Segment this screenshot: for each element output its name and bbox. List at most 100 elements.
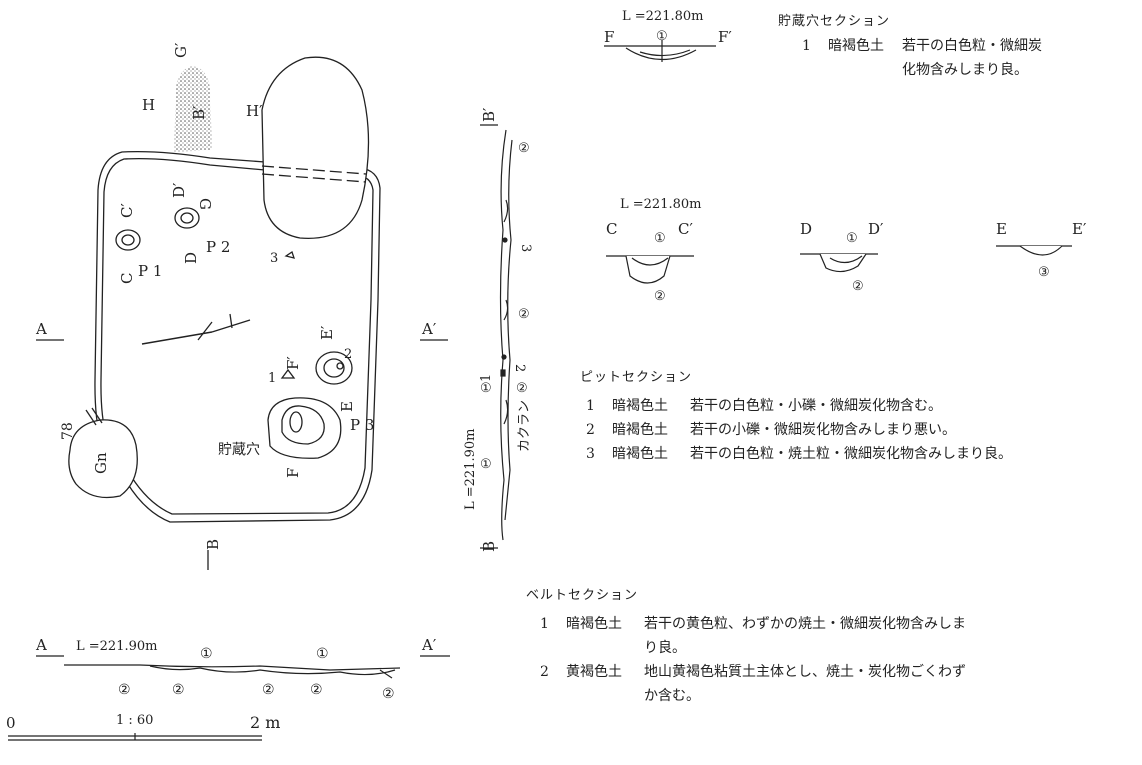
legend-pit-title: ピットセクション (580, 370, 693, 385)
label-p2: P 2 (206, 238, 230, 256)
profile-mark-1: ② (518, 141, 530, 156)
row-desc: 若干の黄色粒、わずかの焼土・微細炭化物含みしま り良。 (644, 616, 966, 656)
legend-pit-row-2: 2 暗褐色土 若干の小礫・微細炭化物含みしまり悪い。 (580, 418, 1012, 442)
row-soil: 暗褐色土 (612, 422, 668, 438)
f-right: F′ (718, 28, 732, 46)
d-right: D′ (868, 220, 884, 238)
pit-section-e (996, 245, 1072, 256)
label-e: E (338, 401, 356, 412)
c-mark-2: ② (654, 289, 666, 304)
label-b-prime-plan: B′ (190, 105, 208, 120)
belt-right: A′ (421, 636, 437, 654)
label-c: C (118, 273, 136, 284)
label-p1: P 1 (138, 262, 162, 280)
label-1: 1 (268, 371, 276, 386)
row-num: 1 (586, 398, 595, 414)
row-soil: 黄褐色土 (566, 664, 622, 680)
label-b: B (204, 539, 222, 550)
row-desc: 若干の白色粒・微細炭 化物含みしまり良。 (902, 38, 1042, 78)
row-desc: 地山黄褐色粘質土主体とし、焼土・炭化物ごくわず か含む。 (644, 664, 966, 704)
belt-mark-5: ② (262, 682, 275, 698)
f-left: F (604, 28, 614, 46)
scale-ratio: 1 : 60 (116, 713, 153, 728)
label-h-prime: H′ (246, 102, 263, 120)
belt-profile (36, 655, 450, 679)
profile-mark-2: 3 (518, 244, 533, 252)
profile-b-prime: B′ (480, 107, 498, 122)
row-num: 2 (586, 422, 595, 438)
belt-mark-6: ② (310, 682, 323, 698)
scale-zero: 0 (6, 714, 16, 732)
label-p3: P 3 (350, 416, 374, 434)
belt-left: A (35, 636, 47, 654)
scale-bar (8, 733, 262, 741)
d-mark-1: ① (846, 231, 858, 246)
c-right: C′ (678, 220, 693, 238)
legend-belt-title: ベルトセクション (526, 588, 639, 603)
profile-b: B (480, 541, 498, 552)
row-desc: 若干の白色粒・小礫・微細炭化物含む。 (690, 398, 942, 414)
belt-mark-2: ① (316, 646, 329, 662)
label-78: 78 (60, 422, 76, 440)
scale-end: 2 m (250, 713, 280, 732)
f-mark-1: ① (656, 29, 668, 44)
label-g: G (196, 198, 214, 210)
row-soil: 暗褐色土 (828, 38, 884, 54)
f-elevation: L =221.80m (622, 9, 703, 24)
label-h: H (142, 96, 155, 114)
profile-mark-3: ② (518, 307, 530, 322)
vertical-profile (480, 124, 513, 549)
c-elevation: L =221.80m (620, 197, 701, 212)
profile-mark-6: ① (480, 381, 492, 396)
belt-elevation: L =221.90m (76, 639, 157, 654)
storage-pit (267, 397, 342, 459)
label-storage-pit: 貯蔵穴 (218, 442, 260, 458)
p1-pit (115, 229, 141, 251)
row-soil: 暗褐色土 (612, 446, 668, 462)
label-a: A (35, 320, 47, 338)
legend-storage-row-1: 1 暗褐色土 若干の白色粒・微細炭 化物含みしまり良。 (778, 34, 1042, 82)
legend-pit-row-3: 3 暗褐色土 若干の白色粒・焼土粒・微細炭化物含みしまり良。 (580, 442, 1012, 466)
pit-outline-inner (100, 157, 374, 515)
label-2: 2 (344, 347, 352, 362)
d-left: D (800, 220, 812, 238)
legend-belt-section: ベルトセクション 1 暗褐色土 若干の黄色粒、わずかの焼土・微細炭化物含みしま … (526, 584, 966, 708)
pit-section-d (800, 253, 878, 273)
row-num: 1 (802, 38, 811, 54)
label-a-prime: A′ (421, 320, 437, 338)
c-mark-1: ① (654, 231, 666, 246)
p2-pit (174, 207, 200, 229)
d-mark-2: ② (852, 279, 864, 294)
label-f: F (284, 468, 302, 478)
row-num: 2 (540, 664, 549, 680)
legend-storage-title: 貯蔵穴セクション (778, 14, 891, 29)
belt-mark-1: ① (200, 646, 213, 662)
label-c-prime: C′ (118, 203, 136, 218)
row-soil: 暗褐色土 (566, 616, 622, 632)
e-left: E (996, 220, 1007, 238)
label-d-prime: D′ (170, 182, 188, 198)
legend-storage-pit: 貯蔵穴セクション 1 暗褐色土 若干の白色粒・微細炭 化物含みしまり良。 (778, 10, 1042, 82)
row-num: 3 (586, 446, 595, 462)
rock-upper (261, 56, 370, 239)
legend-belt-row-1: 1 暗褐色土 若干の黄色粒、わずかの焼土・微細炭化物含みしま り良。 (526, 608, 966, 660)
e-right: E′ (1072, 220, 1087, 238)
stippled-area (174, 66, 212, 152)
profile-mark-5: 1 (479, 374, 494, 382)
label-3: 3 (270, 251, 278, 266)
row-num: 1 (540, 616, 549, 632)
label-e-prime: E′ (318, 325, 336, 340)
label-f-prime: F′ (284, 356, 302, 370)
row-desc: 若干の白色粒・焼土粒・微細炭化物含みしまり良。 (690, 446, 1012, 462)
legend-pit-section: ピットセクション 1 暗褐色土 若干の白色粒・小礫・微細炭化物含む。 2 暗褐色… (580, 366, 1012, 466)
belt-mark-7: ② (382, 686, 395, 702)
legend-belt-row-2: 2 黄褐色土 地山黄褐色粘質土主体とし、焼土・炭化物ごくわず か含む。 (526, 660, 966, 708)
pit-section-f (604, 40, 716, 62)
profile-mark-8: ① (480, 457, 492, 472)
label-gn: Gn (92, 452, 110, 474)
plan-view (36, 56, 448, 570)
profile-mark-4: 2 (512, 364, 527, 372)
row-soil: 暗褐色土 (612, 398, 668, 414)
p3-pit (315, 351, 353, 385)
